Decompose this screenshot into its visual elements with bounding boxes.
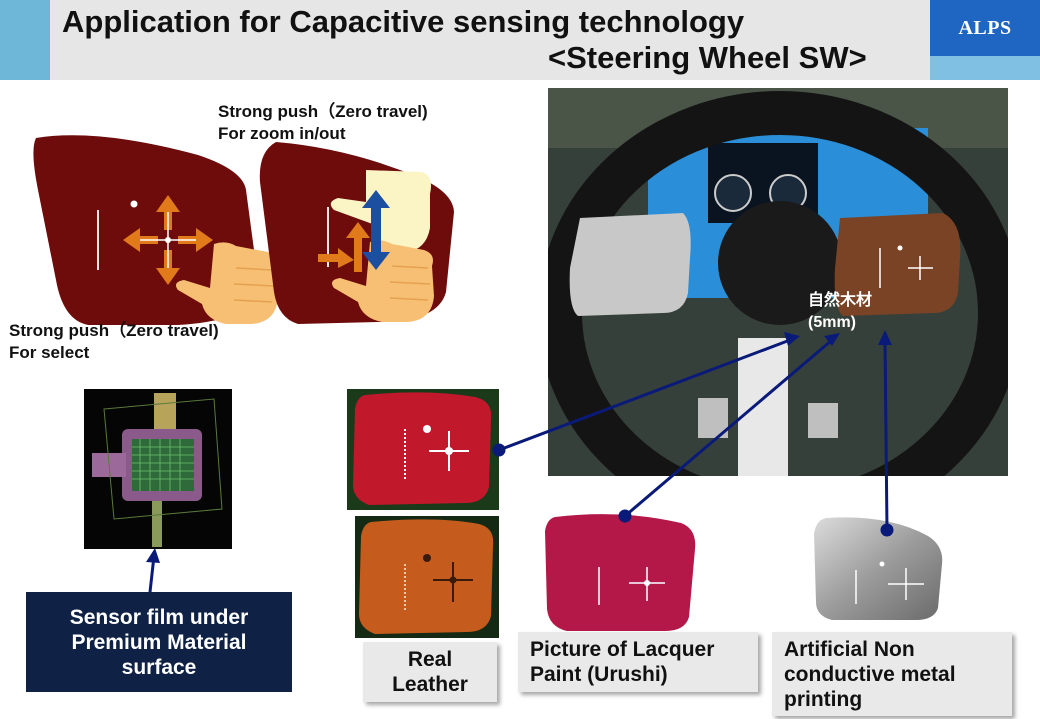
select-pad-illustration bbox=[28, 130, 288, 330]
red-pad-photo bbox=[347, 389, 499, 510]
slide-subtitle: <Steering Wheel SW> bbox=[548, 40, 867, 75]
alps-logo: ALPS bbox=[930, 0, 1040, 56]
sensor-film-caption: Sensor film under Premium Material surfa… bbox=[26, 592, 292, 692]
leather-caption-line2: Leather bbox=[392, 673, 468, 696]
zoom-label: Strong push（Zero travel) For zoom in/out bbox=[218, 101, 428, 145]
leather-pad-photo bbox=[355, 516, 499, 638]
sensor-caption-line3: surface bbox=[121, 655, 197, 679]
sensor-caption-line2: Premium Material bbox=[71, 630, 247, 654]
zoom-label-line2: For zoom in/out bbox=[218, 124, 346, 143]
lacquer-caption-line1: Picture of Lacquer bbox=[530, 638, 715, 661]
metal-pad-photo bbox=[808, 512, 948, 624]
steering-wheel-photo bbox=[548, 88, 1008, 476]
lacquer-caption-line2: Paint (Urushi) bbox=[530, 663, 668, 686]
slide-title: Application for Capacitive sensing techn… bbox=[62, 4, 745, 39]
lacquer-caption: Picture of Lacquer Paint (Urushi) bbox=[518, 632, 758, 692]
metal-caption-line1: Artificial Non bbox=[784, 638, 915, 661]
metal-caption-line3: printing bbox=[784, 688, 863, 711]
leather-caption-line1: Real bbox=[407, 648, 453, 671]
logo-strip bbox=[930, 56, 1040, 80]
wood-label-line2: (5mm) bbox=[808, 314, 857, 331]
select-label: Strong push（Zero travel) For select bbox=[9, 320, 219, 364]
metal-caption-line2: conductive metal bbox=[784, 663, 956, 686]
wood-material-label: 自然木材 (5mm) bbox=[808, 290, 872, 334]
select-label-line1: Strong push（Zero travel) bbox=[9, 321, 219, 340]
hand-icon bbox=[176, 238, 286, 328]
sensor-caption-line1: Sensor film under bbox=[69, 605, 249, 629]
sensor-film-photo bbox=[84, 389, 232, 549]
wood-label-line1: 自然木材 bbox=[808, 292, 873, 309]
leather-caption: Real Leather bbox=[363, 642, 497, 702]
lacquer-pad-photo bbox=[541, 509, 701, 634]
select-label-line2: For select bbox=[9, 343, 90, 362]
zoom-label-line1: Strong push（Zero travel) bbox=[218, 102, 428, 121]
four-way-arrow-icon bbox=[123, 195, 213, 285]
hand-icon bbox=[330, 236, 440, 326]
up-down-arrow-icon bbox=[362, 190, 390, 270]
sensor-arrow bbox=[140, 548, 164, 592]
metal-caption: Artificial Non conductive metal printing bbox=[772, 632, 1012, 716]
header-accent bbox=[0, 0, 50, 80]
header-band bbox=[50, 0, 930, 80]
